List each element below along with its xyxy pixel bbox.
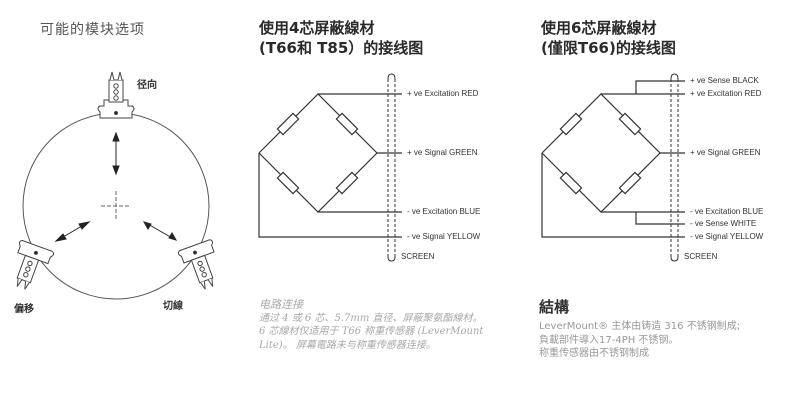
label-tangential: 切線 (163, 301, 183, 312)
wiring-4core-title: 使用4芯屏蔽線材 (T66和 T85）的接线图 (259, 18, 423, 58)
offset-module-icon (16, 239, 55, 290)
wiring-6core-title: 使用6芯屏蔽線材 (僅限T66)的接线图 (541, 18, 676, 58)
resistor-icon (276, 112, 359, 195)
wire-label-neg-excitation: - ve Excitation BLUE (690, 207, 764, 216)
wire-label-neg-signal: - ve Signal YELLOW (690, 232, 764, 241)
screen-label: SCREEN (401, 252, 435, 261)
double-arrow-icon (142, 221, 178, 241)
circuit-connection-line: 6 芯線材仅适用于 T66 称重传感器 (LeverMount (259, 326, 484, 337)
wiring-6core-title-line1: 使用6芯屏蔽線材 (541, 19, 657, 37)
structure-line: 称重传感器由不锈钢制成 (539, 348, 649, 359)
mounting-circle-diagram (22, 112, 210, 300)
wiring-4core-title-line2: (T66和 T85）的接线图 (259, 39, 424, 57)
circuit-connection-line: Lite)。 屏幕電路未与称重传感器连接。 (259, 339, 436, 351)
tangential-module-icon (177, 239, 215, 290)
module-options-title: 可能的模块选项 (40, 22, 145, 38)
wiring-diagram-4core (258, 73, 402, 262)
wire-label-neg-excitation: - ve Excitation BLUE (407, 207, 481, 216)
structure-section: 結構 LeverMount® 主体由铸造 316 不锈钢制成; 負載部件導入17… (539, 296, 799, 361)
resistor-icon (559, 112, 642, 195)
structure-heading: 結構 (539, 298, 570, 316)
radial-module-icon (97, 71, 135, 119)
wiring-6core-title-line2: (僅限T66)的接线图 (541, 39, 676, 57)
wiring-diagram-6core (541, 73, 685, 262)
double-arrow-icon (112, 131, 120, 176)
structure-line: 負載部件導入17-4PH 不锈钢。 (539, 334, 679, 346)
circuit-connection-line: 通过 4 或 6 芯、5.7mm 直径、屏蔽聚氨酯線材。 (259, 312, 483, 324)
wire-label-pos-signal: + ve Signal GREEN (690, 148, 761, 157)
double-arrow-icon (54, 221, 91, 242)
wire-label-pos-signal: + ve Signal GREEN (407, 148, 478, 157)
wire-label-neg-sense: - ve Sense WHITE (690, 219, 757, 228)
wire-label-pos-excitation: + ve Excitation RED (407, 89, 479, 98)
wire-label-pos-excitation: + ve Excitation RED (690, 89, 762, 98)
circuit-connection-heading: 电路连接 (259, 298, 303, 311)
screen-label: SCREEN (684, 252, 718, 261)
wire-label-neg-signal: - ve Signal YELLOW (407, 232, 481, 241)
structure-line: LeverMount® 主体由铸造 316 不锈钢制成; (539, 321, 741, 332)
wiring-4core-title-line1: 使用4芯屏蔽線材 (259, 19, 375, 37)
label-radial: 径向 (137, 80, 157, 91)
label-offset: 偏移 (14, 304, 34, 315)
wire-label-pos-sense: + ve Sense BLACK (690, 76, 759, 85)
circuit-connection-section: 电路连接 通过 4 或 6 芯、5.7mm 直径、屏蔽聚氨酯線材。 6 芯線材仅… (259, 298, 529, 352)
